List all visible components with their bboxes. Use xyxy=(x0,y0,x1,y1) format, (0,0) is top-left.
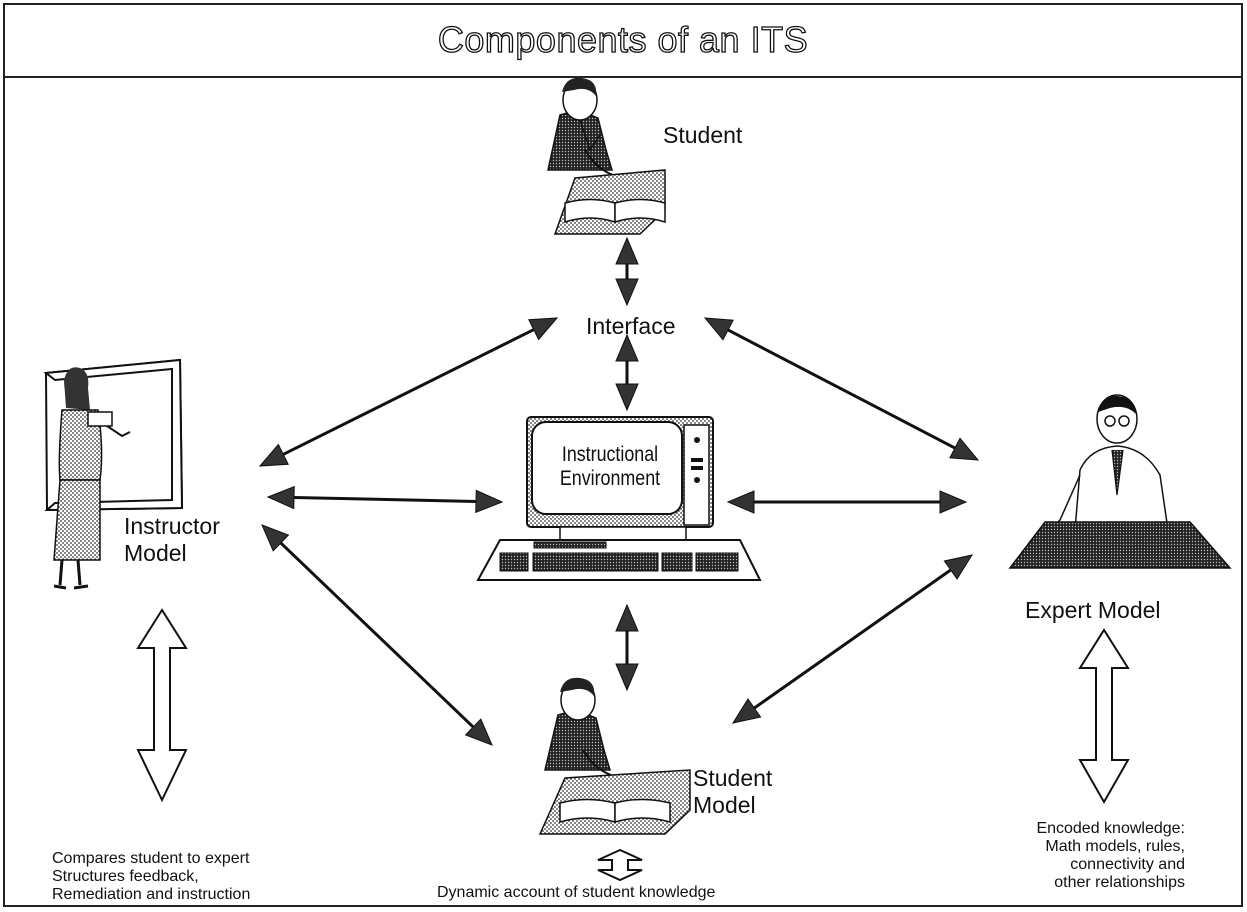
student-model-line2: Model xyxy=(693,792,756,818)
student-model-label: Student Model xyxy=(693,765,772,819)
arrow-instructor-computer xyxy=(266,485,504,514)
student-model-line1: Student xyxy=(693,765,773,791)
expert-note-line1: Encoded knowledge: xyxy=(1036,820,1185,837)
computer-icon xyxy=(476,416,762,581)
diagram-title: Components of an ITS xyxy=(437,18,809,60)
expert-note: Encoded knowledge: Math models, rules, c… xyxy=(960,820,1185,892)
expert-note-line4: other relationships xyxy=(1054,874,1185,891)
hollow-arrow-student-model xyxy=(597,848,643,882)
student-model-figure-icon xyxy=(538,677,691,835)
arrow-computer-studentmodel-head-start xyxy=(615,603,639,632)
arrow-interface-expert-head-start xyxy=(703,317,734,341)
arrow-computer-studentmodel-head-end xyxy=(615,663,639,692)
arrow-expert-studentmodel-head-start xyxy=(943,554,974,580)
expert-note-line2: Math models, rules, xyxy=(1045,838,1185,855)
arrow-instructor-computer-head-end xyxy=(475,489,504,514)
arrow-instructor-studentmodel-head-end xyxy=(464,718,493,746)
arrow-instructor-computer-shaft xyxy=(287,495,483,504)
instructor-note-line1: Compares student to expert xyxy=(52,850,250,867)
arrow-instructor-studentmodel-head-start xyxy=(261,524,290,552)
expert-note-line3: connectivity and xyxy=(1070,856,1185,873)
arrow-interface-instructor-shaft xyxy=(277,325,540,459)
arrow-student-interface-head-start xyxy=(615,236,639,265)
student-figure-icon xyxy=(547,77,666,235)
arrows-layer xyxy=(258,236,980,746)
diagram-frame: Components of an ITS xyxy=(3,3,1243,907)
instructor-model-line1: Instructor xyxy=(124,513,220,539)
arrow-student-interface-head-end xyxy=(615,278,639,307)
arrow-expert-studentmodel xyxy=(731,554,974,724)
instructor-note: Compares student to expert Structures fe… xyxy=(52,850,250,904)
arrow-instructor-studentmodel-shaft xyxy=(275,537,479,733)
title-bar: Components of an ITS xyxy=(5,5,1241,78)
instructor-model-label: Instructor Model xyxy=(124,513,220,567)
instructional-environment-label: Instructional Environment xyxy=(551,443,670,491)
arrow-interface-instructor-head-end xyxy=(258,443,289,467)
arrow-expert-studentmodel-head-end xyxy=(731,698,762,724)
arrow-interface-computer-head-start xyxy=(615,333,639,362)
arrow-instructor-computer-head-start xyxy=(266,485,295,510)
instructor-note-line2: Structures feedback, xyxy=(52,868,199,885)
expert-model-label: Expert Model xyxy=(1025,597,1161,623)
arrow-interface-instructor-head-start xyxy=(528,317,559,341)
arrow-instructor-studentmodel xyxy=(261,524,493,746)
instructional-environment-line2: Environment xyxy=(559,467,661,490)
instructional-environment-line1: Instructional xyxy=(561,443,659,466)
arrow-interface-expert xyxy=(703,317,980,461)
student-model-note: Dynamic account of student knowledge xyxy=(437,884,716,901)
expert-figure-icon xyxy=(1008,394,1232,569)
arrow-computer-expert-head-start xyxy=(726,490,755,514)
arrow-interface-instructor xyxy=(258,317,559,467)
arrow-interface-expert-shaft xyxy=(722,325,961,453)
arrow-interface-computer xyxy=(615,333,639,412)
arrow-computer-expert xyxy=(726,490,968,514)
interface-label: Interface xyxy=(586,313,676,339)
student-label: Student xyxy=(663,122,743,148)
instructor-note-line3: Remediation and instruction xyxy=(52,886,251,903)
arrow-interface-computer-head-end xyxy=(615,383,639,412)
instructor-model-line2: Model xyxy=(124,540,187,566)
arrow-student-interface xyxy=(615,236,639,307)
arrow-computer-expert-head-end xyxy=(939,490,968,514)
hollow-arrow-instructor xyxy=(136,608,188,803)
arrow-interface-expert-head-end xyxy=(949,437,980,461)
teacher-figure-icon xyxy=(43,358,184,590)
arrow-expert-studentmodel-shaft xyxy=(748,565,957,713)
arrow-computer-studentmodel xyxy=(615,603,639,692)
hollow-arrow-expert xyxy=(1078,628,1130,805)
